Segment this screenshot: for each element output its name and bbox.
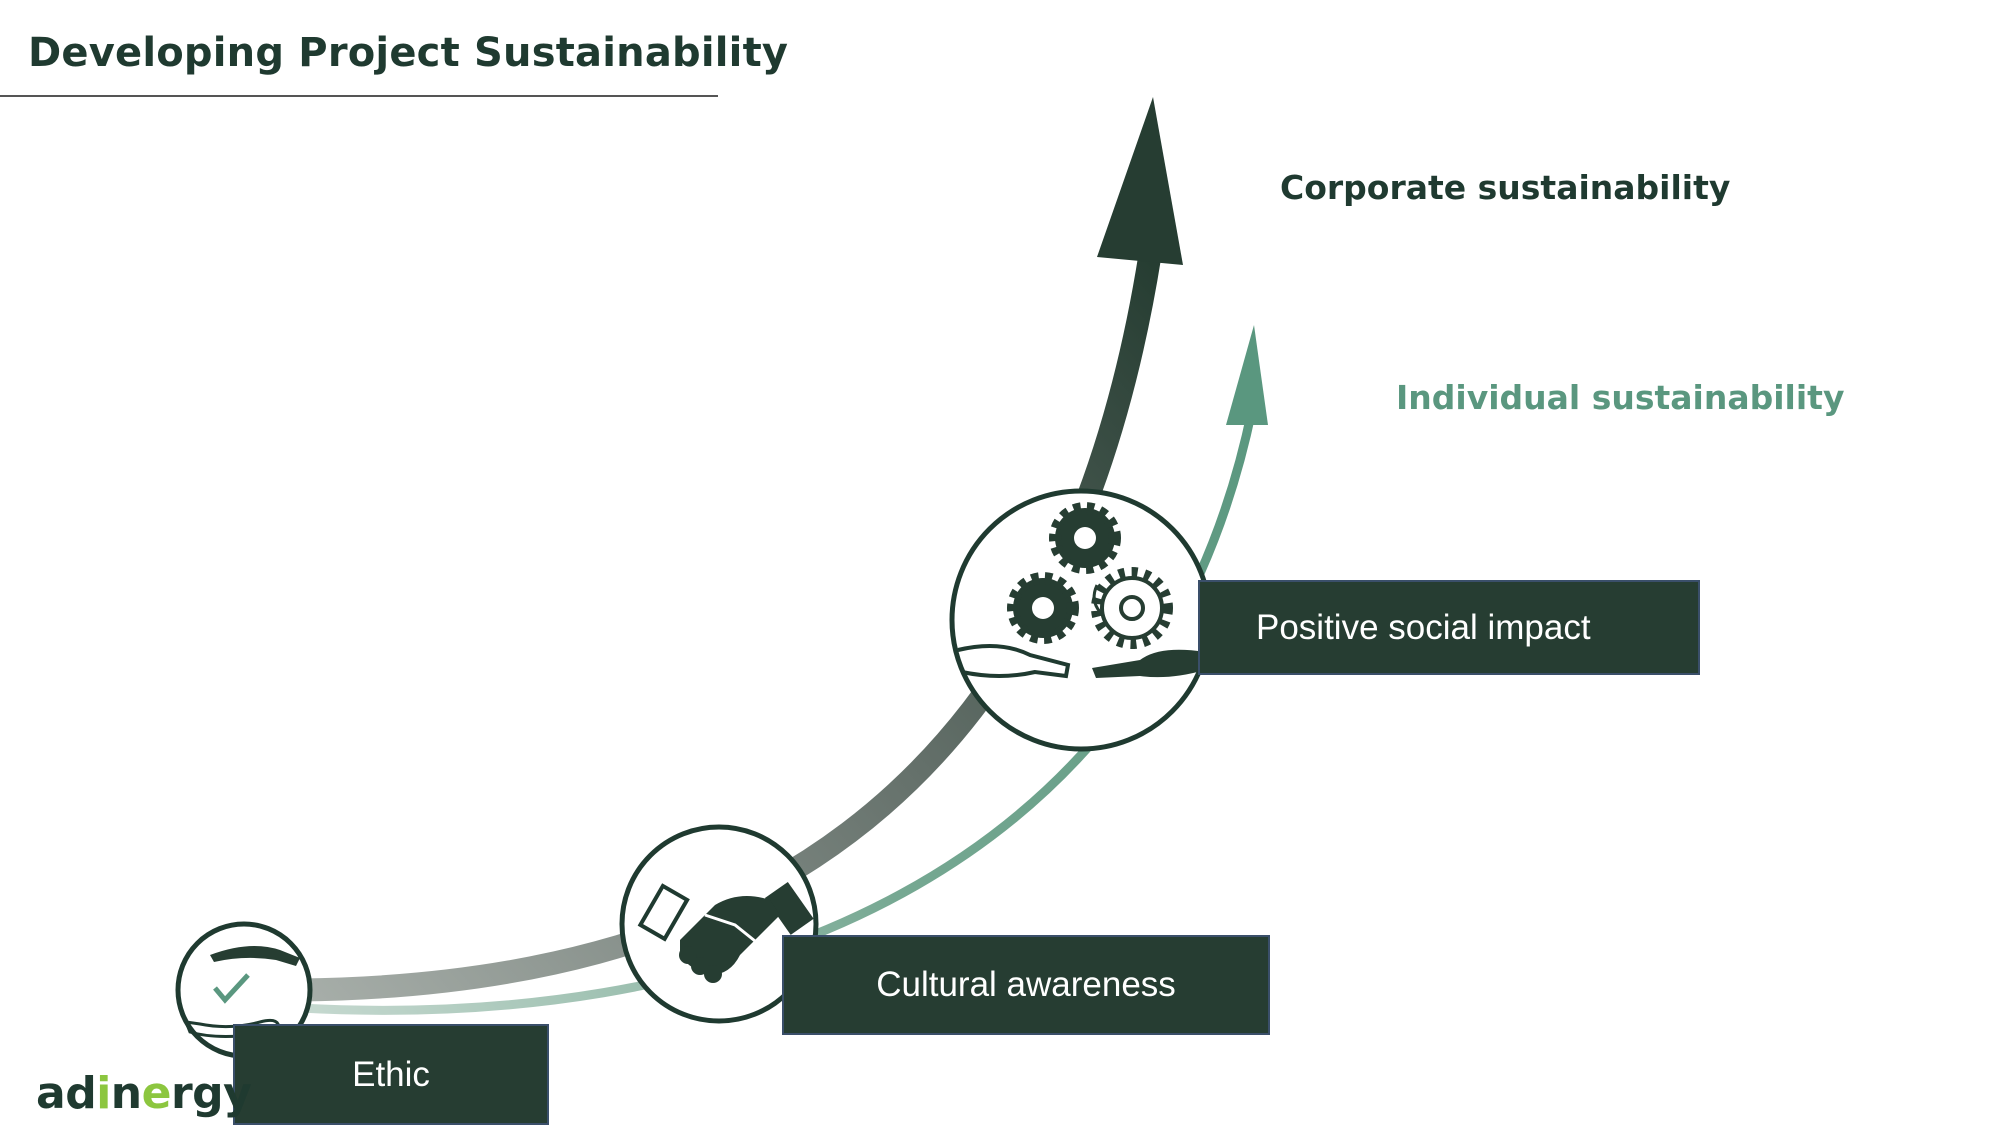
motion-mark [1092,584,1102,613]
individual-arrowhead [1226,325,1268,425]
stage-label: Positive social impact [1256,607,1591,647]
handshake-icon [619,824,819,1024]
stage-positive-social-impact-box: Positive social impact [1198,580,1700,675]
stage-label: Ethic [352,1054,430,1094]
stage-label: Cultural awareness [876,965,1176,1004]
stage-cultural-awareness-box: Cultural awareness [782,935,1270,1035]
stage-ethic-box: Ethic [233,1024,549,1125]
page-title: Developing Project Sustainability [28,30,789,76]
individual-sustainability-label: Individual sustainability [1396,378,1845,417]
hands-check-icon [175,921,313,1059]
gears-hands-icon [949,488,1213,752]
corporate-sustainability-curve [299,253,1162,1002]
adinergy-logo: adinergy [36,1068,252,1119]
title-underline [0,95,718,97]
corporate-sustainability-label: Corporate sustainability [1280,168,1731,207]
corporate-arrowhead [1097,97,1183,265]
